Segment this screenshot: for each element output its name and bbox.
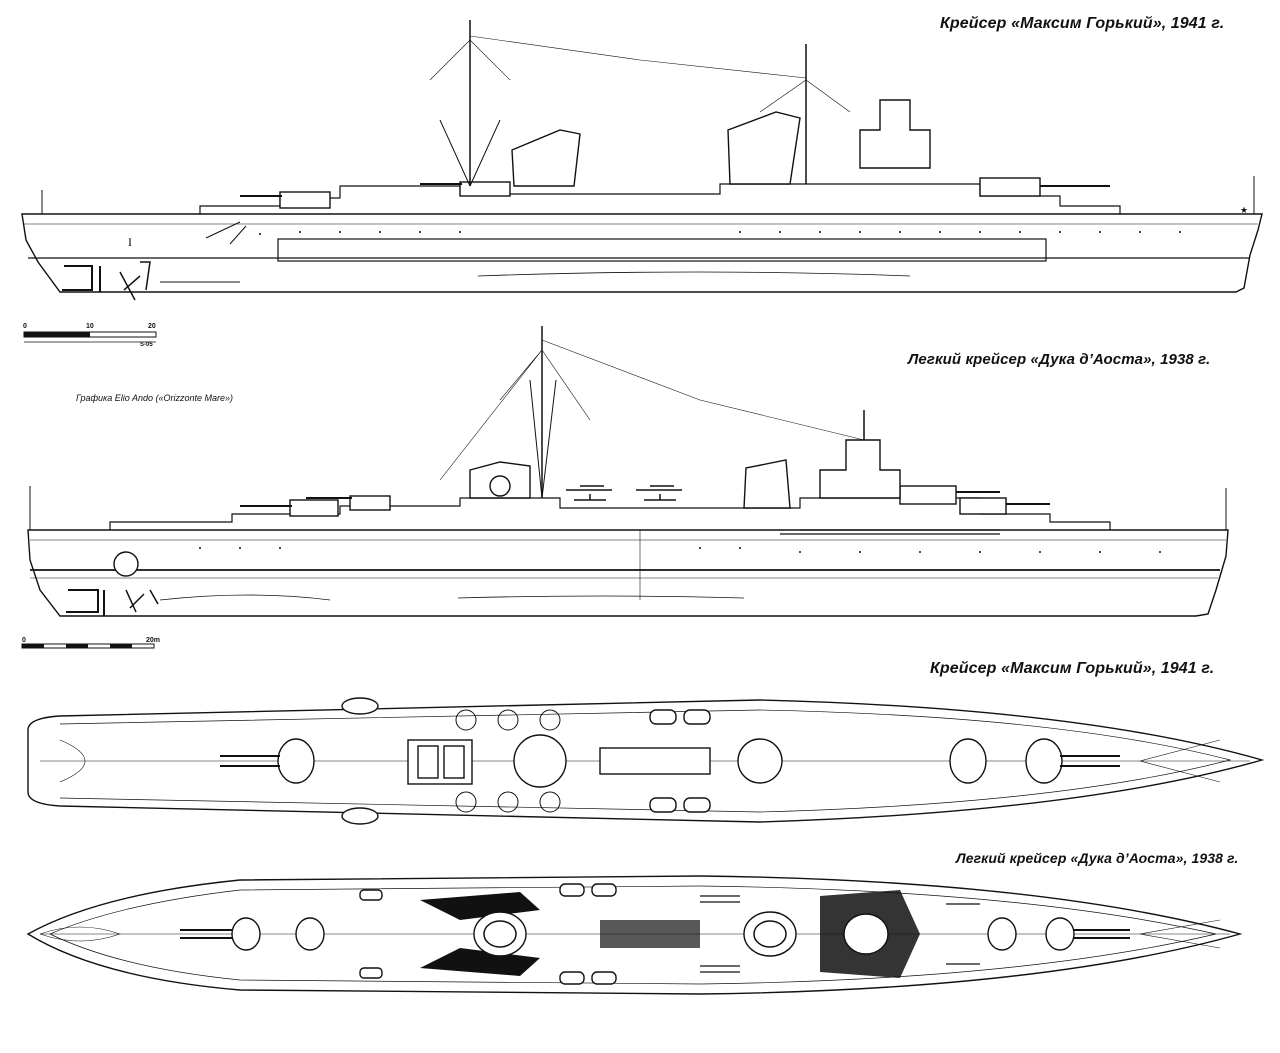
gorky-bow-star: ★ bbox=[1240, 205, 1248, 215]
gorky-plan-catapult bbox=[513, 734, 567, 788]
aosta-bridge-aft bbox=[819, 439, 901, 499]
gorky-profile-drawing: ★ bbox=[21, 20, 1263, 301]
gorky-plan-turrets bbox=[220, 738, 1120, 784]
aosta-plan-caption: Легкий крейсер «Дука д’Аоста», 1938 г. bbox=[956, 850, 1239, 866]
scale-bottom-tick-0: 0 bbox=[22, 637, 26, 644]
aosta-seaplane-1 bbox=[566, 485, 612, 501]
aosta-plan-turrets bbox=[180, 917, 1130, 951]
aosta-plan-funnel-fwd bbox=[473, 911, 527, 957]
scale-top-tick-20: 20 bbox=[148, 323, 156, 330]
scale-bottom-tick-20m: 20m bbox=[146, 637, 161, 644]
gorky-belt bbox=[277, 238, 1047, 262]
aosta-funnel bbox=[743, 459, 791, 509]
scale-top-tick-0: 0 bbox=[23, 323, 27, 330]
aosta-profile-drawing bbox=[27, 326, 1229, 617]
scale-top-note: S-05 bbox=[140, 342, 153, 348]
gorky-propeller bbox=[119, 261, 151, 301]
gorky-profile-caption: Крейсер «Максим Горький», 1941 г. bbox=[940, 15, 1225, 32]
scale-bar-top bbox=[23, 331, 157, 343]
gorky-bridge bbox=[859, 99, 931, 169]
graphics-credit: Графика Elio Ando («Orizzonte Mare») bbox=[76, 393, 234, 403]
gorky-plan-caption: Крейсер «Максим Горький», 1941 г. bbox=[930, 660, 1215, 677]
aosta-propeller bbox=[125, 589, 159, 613]
scale-top-tick-10: 10 bbox=[86, 323, 94, 330]
svg-text:I: I bbox=[128, 235, 132, 249]
aosta-profile-caption: Легкий крейсер «Дука д’Аоста», 1938 г. bbox=[908, 351, 1211, 368]
gorky-funnel-aft bbox=[727, 111, 801, 185]
gorky-funnel-fwd bbox=[511, 129, 581, 187]
aosta-plan-funnel-aft bbox=[743, 911, 797, 957]
gorky-rudder bbox=[62, 265, 101, 292]
aosta-seaplane-2 bbox=[636, 485, 682, 501]
scale-bar-bottom bbox=[21, 643, 155, 649]
gorky-hull bbox=[21, 213, 1263, 293]
gorky-plan-drawing bbox=[27, 697, 1265, 825]
aosta-hull bbox=[27, 529, 1229, 617]
aosta-rudder bbox=[66, 589, 105, 616]
aosta-plan-drawing bbox=[26, 875, 1243, 995]
